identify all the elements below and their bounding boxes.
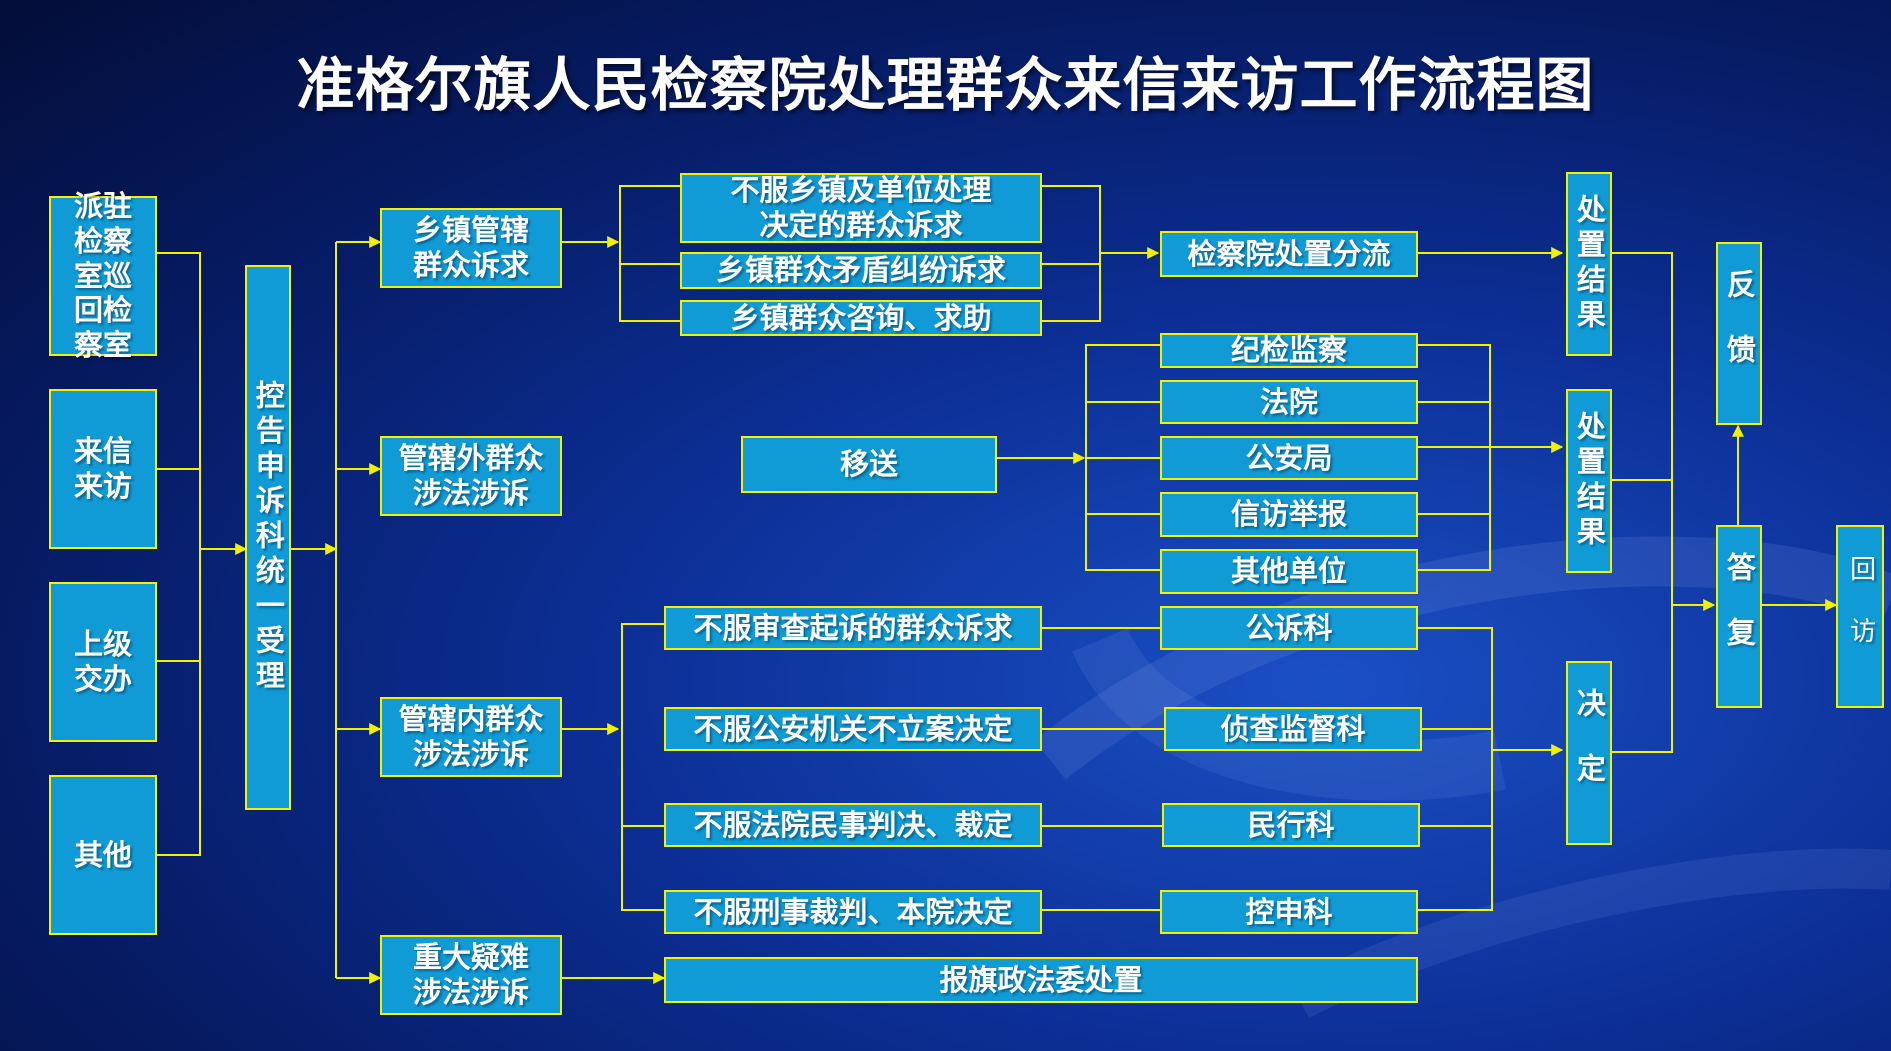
result-box-1: 处置结果	[1566, 172, 1612, 356]
transfer-petition: 信访举报	[1160, 492, 1418, 537]
transfer-discipline: 纪检监察	[1160, 333, 1418, 368]
transfer-other-units: 其他单位	[1160, 549, 1418, 594]
township-dispute: 乡镇群众矛盾纠纷诉求	[680, 252, 1042, 289]
transfer-box: 移送	[741, 436, 997, 493]
category-in-jurisdiction: 管辖内群众涉法涉诉	[380, 697, 562, 777]
feedback-box: 反馈	[1716, 242, 1762, 425]
source-superior-assigned: 上级交办	[49, 582, 157, 742]
township-appeal-decision: 不服乡镇及单位处理决定的群众诉求	[680, 173, 1042, 243]
source-other: 其他	[49, 775, 157, 935]
dept-public-prosecution: 公诉科	[1160, 606, 1418, 650]
source-letters-visits: 来信来访	[49, 389, 157, 549]
appeal-civil-judgment: 不服法院民事判决、裁定	[664, 803, 1042, 847]
result-box-2: 处置结果	[1566, 389, 1612, 573]
category-out-of-jurisdiction: 管辖外群众涉法涉诉	[380, 436, 562, 516]
category-township: 乡镇管辖群众诉求	[380, 208, 562, 288]
divert-box: 检察院处置分流	[1160, 231, 1418, 277]
decision-box: 决定	[1566, 661, 1612, 845]
transfer-court: 法院	[1160, 380, 1418, 424]
intake-complaint-dept: 控告申诉科统一受理	[245, 265, 291, 810]
major-report-committee: 报旗政法委处置	[664, 957, 1418, 1003]
dept-complaint-appeal: 控申科	[1160, 890, 1418, 934]
appeal-prosecution-review: 不服审查起诉的群众诉求	[664, 606, 1042, 650]
dept-investigation-supervision: 侦查监督科	[1164, 707, 1422, 751]
appeal-criminal-judgment: 不服刑事裁判、本院决定	[664, 890, 1042, 934]
township-consult-help: 乡镇群众咨询、求助	[680, 300, 1042, 336]
transfer-police: 公安局	[1160, 436, 1418, 480]
source-station-inspection: 派驻检察室巡回检察室	[49, 189, 157, 362]
category-major-difficult: 重大疑难涉法涉诉	[380, 935, 562, 1015]
reply-box: 答复	[1716, 525, 1762, 708]
revisit-box: 回访	[1836, 525, 1884, 708]
dept-civil-administrative: 民行科	[1162, 803, 1420, 847]
appeal-police-no-case: 不服公安机关不立案决定	[664, 707, 1042, 751]
page-title: 准格尔旗人民检察院处理群众来信来访工作流程图	[296, 51, 1595, 119]
